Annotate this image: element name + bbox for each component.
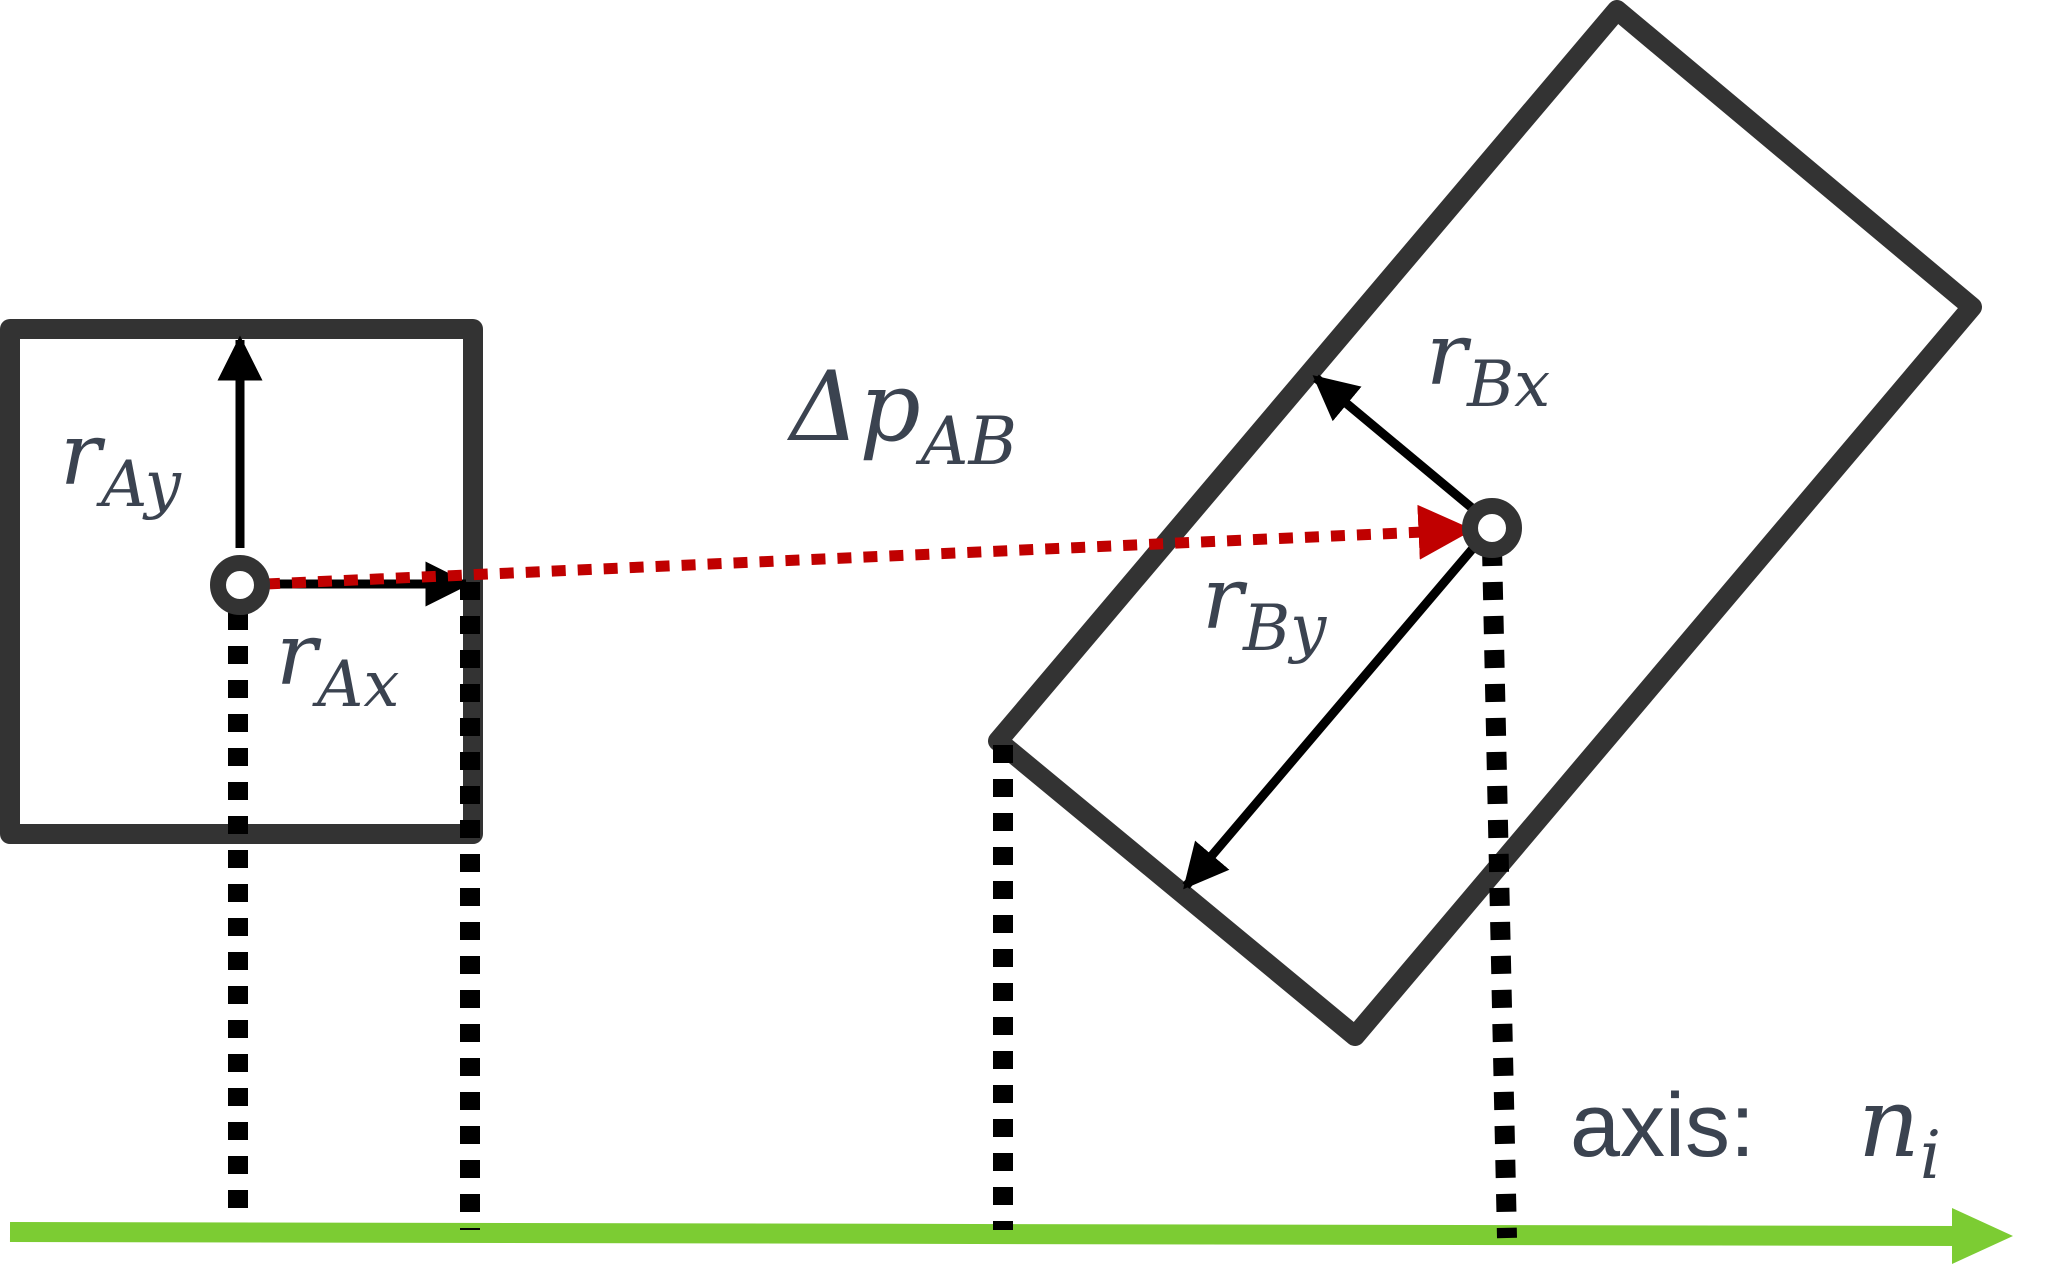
center-a [210,555,270,615]
center-b [1462,498,1522,558]
projection-axis [9,1222,1959,1246]
vector-r-bx [1312,374,1475,512]
projection-axis-arrowhead [1952,1208,2013,1264]
projection-line-b-center [1482,547,1517,1239]
vector-r-by [1182,537,1484,890]
label-r-by: rBy [1202,549,1327,666]
box-b [988,0,1982,1046]
label-r-ax: rAx [276,605,399,722]
label-r-ay: rAy [60,405,182,522]
axis-label-word: axis: [1570,1076,1755,1176]
label-delta-p-ab: ΔpAB [786,351,1017,480]
label-r-bx: rBx [1426,305,1550,422]
vector-delta-p-ab [265,504,1474,590]
axis-label-symbol: ni [1858,1067,1941,1194]
